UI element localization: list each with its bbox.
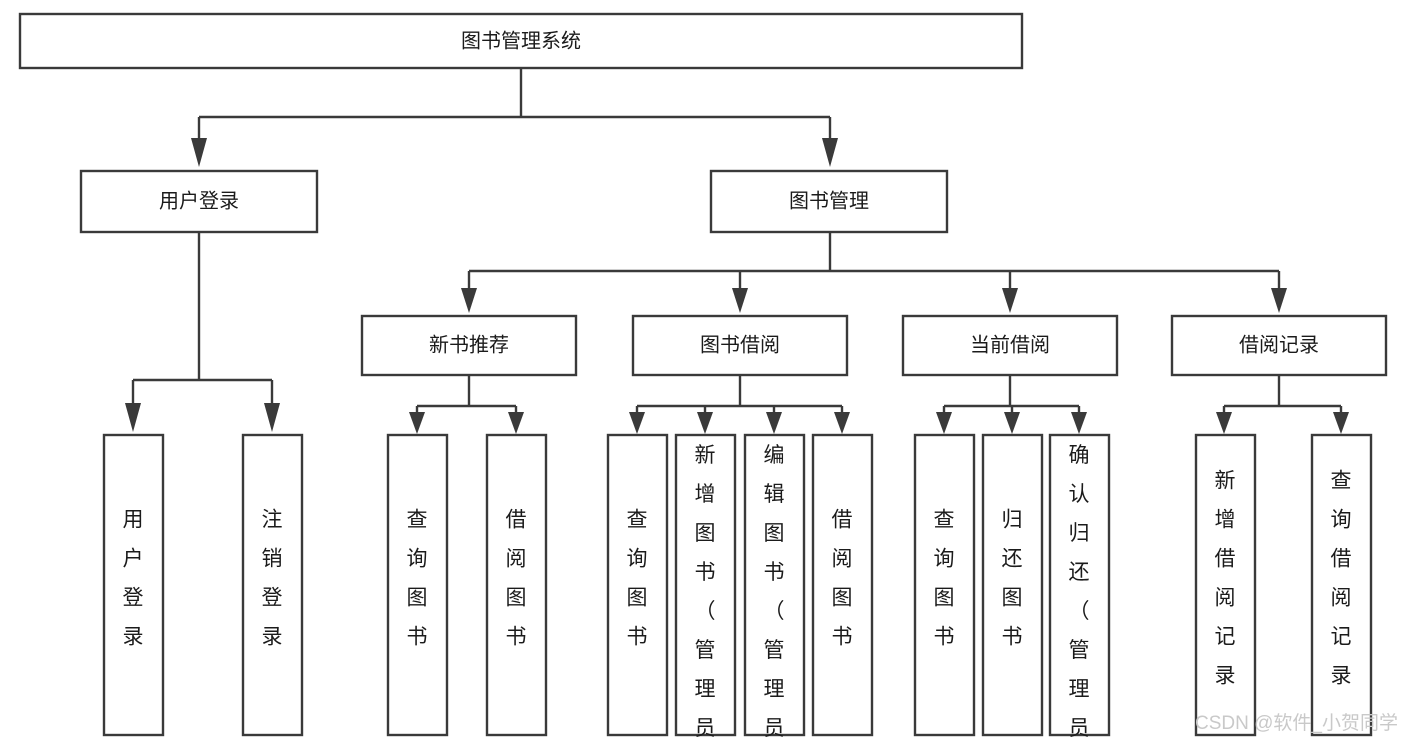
- arrow-head-current-leaf-3: [1071, 412, 1087, 434]
- csdn-watermark: CSDN @软件_小贺同学: [1195, 712, 1398, 734]
- connector-layer: [125, 68, 1349, 434]
- arrow-head-login-leaf-2: [264, 403, 280, 432]
- leaf-borrow-book-newbook[interactable]: 借阅图书: [485, 433, 548, 737]
- leaf-borrow-book-newbook-box[interactable]: [485, 433, 548, 737]
- leaf-edit-book-admin-box[interactable]: [743, 433, 806, 737]
- leaf-confirm-return-admin-label: 确认归还（管理员）: [1069, 444, 1090, 747]
- node-new-book-recommend[interactable]: 新书推荐: [360, 314, 578, 377]
- leaf-borrow-book-borrow-box[interactable]: [811, 433, 874, 737]
- arrow-head-record-leaf-1: [1216, 412, 1232, 434]
- leaf-user-login[interactable]: 用户登录: [102, 433, 165, 737]
- node-new-book-recommend-box[interactable]: [360, 314, 578, 377]
- node-root-box[interactable]: [18, 12, 1024, 70]
- arrow-head-newbook: [461, 288, 477, 313]
- node-user-login[interactable]: 用户登录: [79, 169, 319, 234]
- arrow-head-record-leaf-2: [1333, 412, 1349, 434]
- leaf-edit-book-admin-label: 编辑图书（管理员）: [764, 444, 785, 747]
- arrow-head-newbook-leaf-1: [409, 412, 425, 434]
- leaf-logout-box[interactable]: [241, 433, 304, 737]
- leaf-query-book-current-box[interactable]: [913, 433, 976, 737]
- leaf-query-book-current[interactable]: 查询图书: [913, 433, 976, 737]
- leaf-query-book-newbook-box[interactable]: [386, 433, 449, 737]
- leaf-query-book-newbook-label: 查询图书: [407, 509, 428, 649]
- leaf-borrow-book-newbook-label: 借阅图书: [506, 509, 527, 649]
- leaf-user-login-box[interactable]: [102, 433, 165, 737]
- leaf-query-book-newbook[interactable]: 查询图书: [386, 433, 449, 737]
- leaf-logout-label: 注销登录: [262, 509, 283, 649]
- leaf-query-borrow-record-box[interactable]: [1310, 433, 1373, 737]
- leaf-user-login-label: 用户登录: [123, 509, 144, 649]
- node-root[interactable]: 图书管理系统: [18, 12, 1024, 70]
- node-user-login-label: 用户登录: [159, 189, 239, 212]
- arrow-head-newbook-leaf-2: [508, 412, 524, 434]
- node-book-management-box[interactable]: [709, 169, 949, 234]
- node-book-borrow-box[interactable]: [631, 314, 849, 377]
- leaf-add-book-admin[interactable]: 新增图书（管理员）: [674, 433, 737, 747]
- leaf-edit-book-admin[interactable]: 编辑图书（管理员）: [743, 433, 806, 747]
- node-book-management[interactable]: 图书管理: [709, 169, 949, 234]
- arrow-head-record: [1271, 288, 1287, 313]
- node-current-borrow-box[interactable]: [901, 314, 1119, 377]
- leaf-query-book-current-label: 查询图书: [934, 509, 955, 649]
- node-layer: 图书管理系统 用户登录 图书管理 新书推荐 图书借阅 当前借阅 借阅记录: [18, 12, 1388, 747]
- node-borrow-record-box[interactable]: [1170, 314, 1388, 377]
- leaf-add-borrow-record-box[interactable]: [1194, 433, 1257, 737]
- leaf-query-borrow-record-label: 查询借阅记录: [1331, 470, 1352, 688]
- arrow-head-to-login: [191, 138, 207, 167]
- node-book-management-label: 图书管理: [789, 189, 869, 212]
- leaf-add-book-admin-box[interactable]: [674, 433, 737, 737]
- leaf-query-book-borrow-box[interactable]: [606, 433, 669, 737]
- arrow-head-borrow-leaf-2: [697, 412, 713, 434]
- arrow-head-current-leaf-2: [1004, 412, 1020, 434]
- node-current-borrow-label: 当前借阅: [970, 333, 1050, 356]
- node-book-borrow[interactable]: 图书借阅: [631, 314, 849, 377]
- node-current-borrow[interactable]: 当前借阅: [901, 314, 1119, 377]
- leaf-borrow-book-borrow[interactable]: 借阅图书: [811, 433, 874, 737]
- arrow-head-login-leaf-1: [125, 403, 141, 432]
- node-user-login-box[interactable]: [79, 169, 319, 234]
- leaf-confirm-return-admin[interactable]: 确认归还（管理员）: [1048, 433, 1111, 747]
- arrow-head-to-bookmgmt: [822, 138, 838, 167]
- leaf-return-book-label: 归还图书: [1002, 509, 1023, 649]
- leaf-confirm-return-admin-box[interactable]: [1048, 433, 1111, 737]
- node-borrow-record-label: 借阅记录: [1239, 333, 1319, 356]
- arrow-head-current: [1002, 288, 1018, 313]
- leaf-add-borrow-record[interactable]: 新增借阅记录: [1194, 433, 1257, 737]
- node-new-book-recommend-label: 新书推荐: [429, 333, 509, 356]
- leaf-add-book-admin-label: 新增图书（管理员）: [695, 444, 716, 747]
- node-root-label: 图书管理系统: [461, 29, 581, 52]
- leaf-query-book-borrow-label: 查询图书: [627, 509, 648, 649]
- node-borrow-record[interactable]: 借阅记录: [1170, 314, 1388, 377]
- arrow-head-current-leaf-1: [936, 412, 952, 434]
- arrow-head-borrow: [732, 288, 748, 313]
- leaf-logout[interactable]: 注销登录: [241, 433, 304, 737]
- leaf-add-borrow-record-label: 新增借阅记录: [1215, 470, 1236, 688]
- leaf-query-book-borrow[interactable]: 查询图书: [606, 433, 669, 737]
- leaf-query-borrow-record[interactable]: 查询借阅记录: [1310, 433, 1373, 737]
- node-book-borrow-label: 图书借阅: [700, 333, 780, 356]
- arrow-head-borrow-leaf-4: [834, 412, 850, 434]
- leaf-return-book[interactable]: 归还图书: [981, 433, 1044, 737]
- leaf-borrow-book-borrow-label: 借阅图书: [832, 509, 853, 649]
- arrow-head-borrow-leaf-3: [766, 412, 782, 434]
- arrow-head-borrow-leaf-1: [629, 412, 645, 434]
- leaf-return-book-box[interactable]: [981, 433, 1044, 737]
